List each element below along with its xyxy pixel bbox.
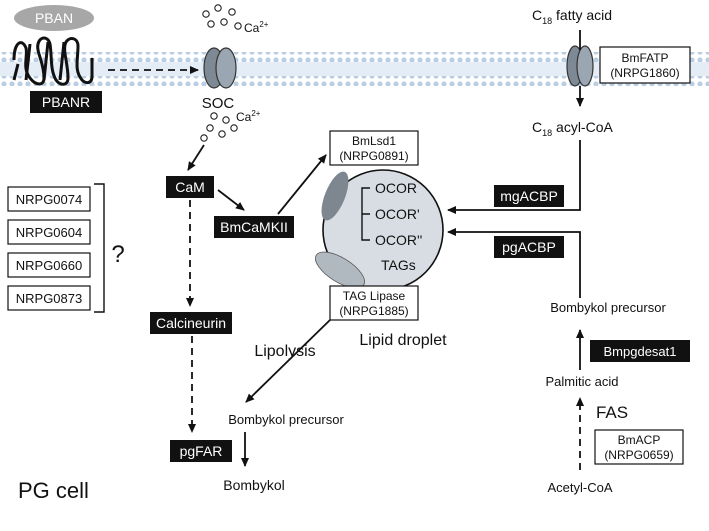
bmlsd1-box [329, 130, 419, 166]
nrpg-list-item-label: NRPG0074 [16, 192, 82, 207]
bmlsd1-name: BmLsd1 [352, 134, 396, 148]
bmacp-box [594, 429, 684, 465]
pban-node: PBAN [14, 5, 94, 31]
bombykol-precursor-right: Bombykol precursor [550, 300, 666, 315]
pgfar-label: pgFAR [180, 443, 223, 459]
lipid-droplet-icon [315, 169, 444, 291]
bmlsd1-id: (NRPG0891) [339, 149, 408, 163]
tag-lipase-name: TAG Lipase [343, 289, 406, 303]
calcineurin-box [150, 312, 232, 334]
calcium-ions-bottom [200, 112, 238, 142]
bmfatp-box [599, 46, 691, 84]
bmfatp-channel-icon [566, 45, 594, 87]
pgacbp-label: pgACBP [502, 239, 556, 255]
pgfar-box [170, 440, 232, 462]
bmcamkii-box [214, 216, 294, 238]
pg-cell-label: PG cell [18, 478, 89, 503]
c18-fatty-acid-label: C18 fatty acid [532, 7, 612, 26]
cam-box [166, 176, 214, 198]
nrpg-list-item-label: NRPG0660 [16, 258, 82, 273]
pbanr-label-box [30, 91, 102, 113]
bmacp-id: (NRPG0659) [604, 448, 673, 462]
bmfatp-id: (NRPG1860) [610, 66, 679, 80]
cam-label: CaM [175, 179, 205, 195]
ca-cam-arrow [187, 144, 205, 171]
soc-label: SOC [202, 95, 235, 112]
acetyl-coa-label: Acetyl-CoA [547, 480, 612, 495]
mgacbp-label: mgACBP [500, 188, 558, 204]
calcium-ions-top [202, 4, 242, 30]
bmfatp-name: BmFATP [621, 51, 668, 65]
tag-lipase-box [329, 285, 419, 321]
precursor-droplet-arrow [447, 228, 581, 298]
nrpg-list-item [7, 252, 91, 278]
ca-bottom-label: Ca2+ [236, 109, 261, 124]
soc-channel-icon [203, 47, 237, 89]
cell-membrane [0, 52, 709, 86]
bmpgdesat1-box [590, 340, 690, 362]
pbanr-label: PBANR [42, 94, 90, 110]
cam-bmcamkii-arrow [217, 189, 245, 211]
mgacbp-box [494, 185, 564, 207]
acylcoa-droplet-arrow [447, 140, 581, 214]
ocor-3: OCOR'' [375, 232, 422, 248]
bombykol-label: Bombykol [223, 477, 284, 493]
bombykol-precursor-left: Bombykol precursor [228, 412, 344, 427]
bmacp-name: BmACP [618, 433, 661, 447]
lipid-droplet-label: Lipid droplet [359, 332, 447, 349]
nrpg-list-item [7, 219, 91, 245]
nrpg-list-item [7, 186, 91, 212]
calcineurin-label: Calcineurin [156, 315, 226, 331]
nrpg-list-item [7, 285, 91, 311]
nrpg-list-item-label: NRPG0604 [16, 225, 82, 240]
pgacbp-box [494, 236, 564, 258]
ocor-2: OCOR' [375, 206, 420, 222]
ocor-1: OCOR [375, 180, 417, 196]
tag-lipase-id: (NRPG1885) [339, 304, 408, 318]
palmitic-acid-label: Palmitic acid [546, 374, 619, 389]
bmcamkii-bmlsd1-arrow [277, 154, 327, 215]
c18-acyl-coa-label: C18 acyl-CoA [532, 119, 613, 138]
nrpg-bracket [94, 183, 105, 313]
bmcamkii-label: BmCaMKII [220, 219, 288, 235]
nrpg-list: NRPG0074 NRPG0604 NRPG0660 NRPG0873 [7, 183, 105, 313]
fas-label: FAS [596, 403, 628, 422]
pbanr-receptor-icon [12, 36, 94, 86]
bmpgdesat1-label: Bmpgdesat1 [604, 344, 677, 359]
ca-top-label: Ca2+ [244, 20, 269, 35]
pban-label: PBAN [35, 10, 73, 26]
lipolysis-arrow [245, 319, 331, 403]
nrpg-list-item-label: NRPG0873 [16, 291, 82, 306]
tags-label: TAGs [381, 257, 416, 273]
question-mark: ? [111, 241, 124, 268]
lipolysis-label: Lipolysis [254, 343, 315, 360]
